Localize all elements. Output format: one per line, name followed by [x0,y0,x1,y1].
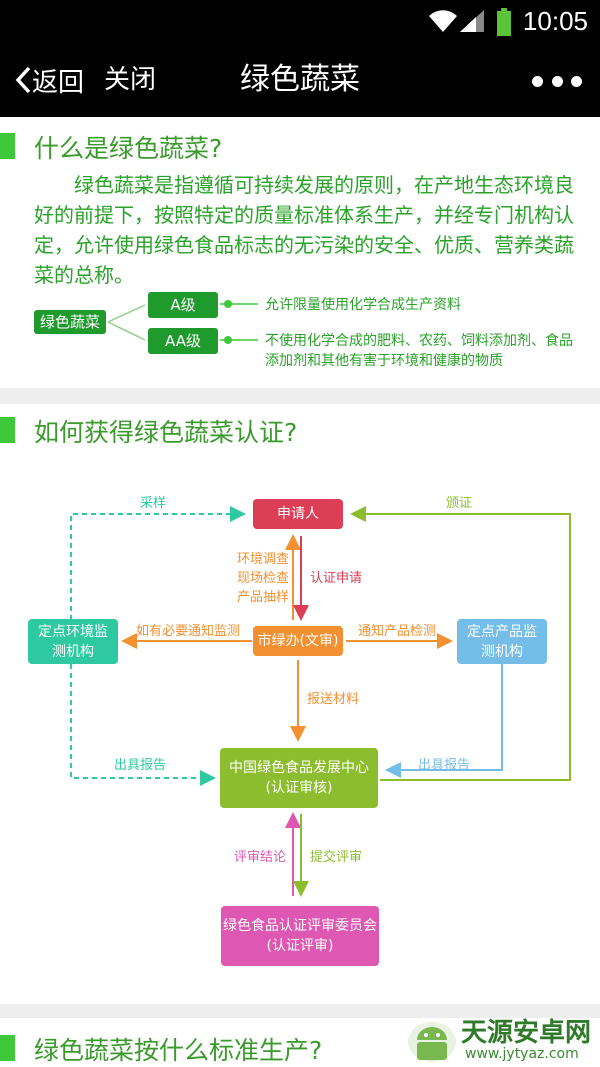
label-report-right: 出具报告 [418,758,471,773]
more-icon[interactable] [532,64,582,98]
status-time: 10:05 [522,6,588,36]
label-notify-monitor: 如有必要通知监测 [136,624,241,639]
flow-city-office: 市绿办(文审) [253,626,343,656]
flow-committee-name: 绿色食品认证评审委员会 [223,918,377,934]
section-marker [0,417,15,443]
watermark-url: www.jytyaz.com [465,1046,579,1062]
section-title-how: 如何获得绿色蔬菜认证? [34,418,298,447]
section-title-standard: 绿色蔬菜按什么标准生产? [34,1036,323,1065]
section-marker [0,1035,15,1061]
status-bar: 10:05 [0,0,600,44]
back-label: 返回 [32,67,85,98]
label-certificate: 颁证 [446,496,473,511]
label-apply: 认证申请 [310,571,363,586]
flow-center-name: 中国绿色食品发展中心 [229,760,369,776]
section-divider [0,388,600,404]
flow-committee-role: (认证评审) [266,938,334,954]
wifi-icon [429,10,457,32]
label-submit-material: 报送材料 [307,692,360,707]
intro-paragraph: 绿色蔬菜是指遵循可持续发展的原则，在产地生态环境良好的前提下，按照特定的质量标准… [34,170,584,290]
watermark-logo: 天源安卓网 www.jytyaz.com [405,1010,595,1065]
close-button[interactable]: 关闭 [104,65,157,95]
tree-desc-aa: 不使用化学合成的肥料、农药、饲料添加剂、食品添加剂和其他有害于环境和健康的物质 [265,333,573,369]
flow-center: 中国绿色食品发展中心 (认证审核) [220,748,378,808]
section-divider [0,1004,600,1018]
tree-root: 绿色蔬菜 [34,310,106,334]
flow-env-monitor: 定点环境监测机构 [28,619,118,664]
battery-icon [497,8,511,36]
label-submit-review: 提交评审 [310,850,363,865]
watermark-brand: 天源安卓网 [461,1018,592,1048]
intro-text: 绿色蔬菜是指遵循可持续发展的原则，在产地生态环境良好的前提下，按照特定的质量标准… [34,173,574,287]
flow-applicant: 申请人 [253,499,343,529]
flow-product-monitor: 定点产品监测机构 [457,619,547,664]
signal-icon [460,10,484,32]
tree-grade-a: A级 [148,292,218,318]
section-title-what: 什么是绿色蔬菜? [34,134,223,163]
chevron-left-icon [15,66,31,94]
back-button[interactable]: 返回 [14,60,84,100]
android-icon [408,1022,456,1062]
tree-grade-aa: AA级 [148,328,218,354]
tree-desc-a: 允许限量使用化学合成生产资料 [265,297,461,313]
label-report-left: 出具报告 [114,758,167,773]
section-marker [0,133,15,159]
label-sampling: 采样 [140,496,167,511]
label-notify-product: 通知产品检测 [358,624,437,639]
label-checks: 环境调查现场检查产品抽样 [236,552,289,605]
label-review-conclusion: 评审结论 [234,850,287,865]
flow-committee: 绿色食品认证评审委员会 (认证评审) [221,906,379,966]
flow-center-role: (认证审核) [265,780,333,796]
